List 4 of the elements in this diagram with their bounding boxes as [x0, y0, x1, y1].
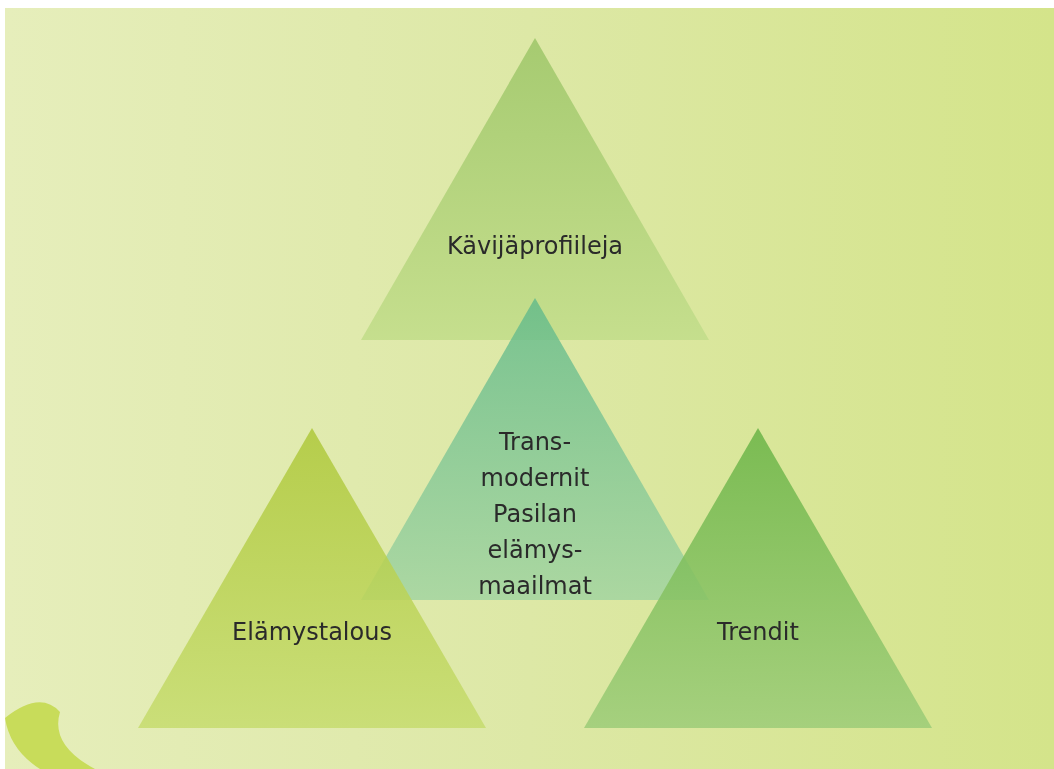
triangle-label: Trendit: [716, 617, 800, 648]
triangle-label: Kävijäprofiileja: [445, 231, 625, 262]
triangle-label: Elämystalous: [231, 617, 393, 648]
triangle-label: Trans- modernit Pasilan elämys- maailmat: [477, 427, 593, 602]
